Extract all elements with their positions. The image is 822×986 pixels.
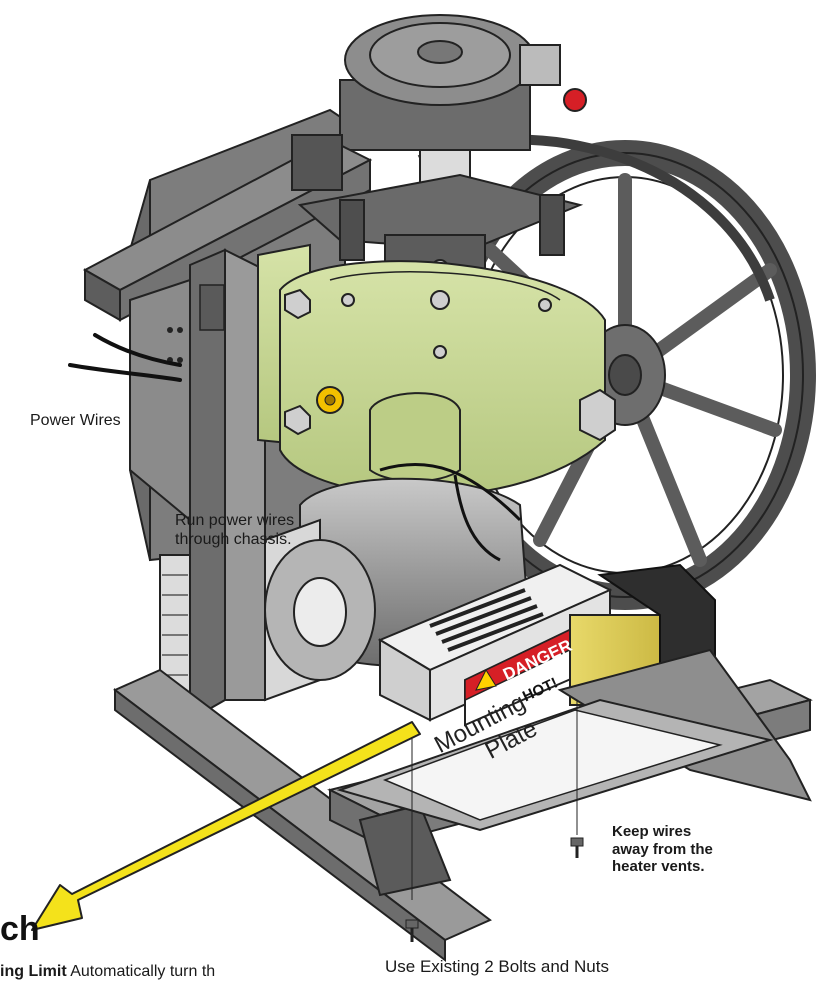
callout-arrow [31, 721, 421, 931]
chassis-post [189, 248, 266, 722]
label-run-power-wires: Run power wires through chassis. [175, 512, 294, 550]
side-panel [129, 278, 191, 523]
cropped-body-rest: Automatically turn th [66, 963, 216, 980]
square-tube-arm [82, 134, 373, 322]
label-run-power-wires-line1: Run power wires [175, 512, 295, 529]
gearbox [257, 243, 616, 497]
bolts [405, 700, 584, 942]
mounting-plate [336, 698, 774, 832]
power-wires-graphic [68, 333, 182, 382]
label-keep-wires: Keep wires away from the heater vents. [612, 823, 713, 876]
label-keep-wires-line3: heater vents. [612, 858, 705, 876]
label-run-power-wires-line2: through chassis. [175, 530, 292, 548]
label-keep-wires-line1: Keep wires [612, 823, 692, 840]
cropped-body-text: ing Limit Automatically turn th [0, 963, 215, 982]
label-power-wires: Power Wires [30, 412, 121, 429]
label-use-existing-bolts: Use Existing 2 Bolts and Nuts [385, 957, 609, 976]
cropped-body-bold: ing Limit [0, 963, 67, 980]
label-keep-wires-line2: away from the [612, 840, 713, 858]
cropped-heading: ch [0, 910, 40, 948]
heat-sink [159, 554, 191, 696]
